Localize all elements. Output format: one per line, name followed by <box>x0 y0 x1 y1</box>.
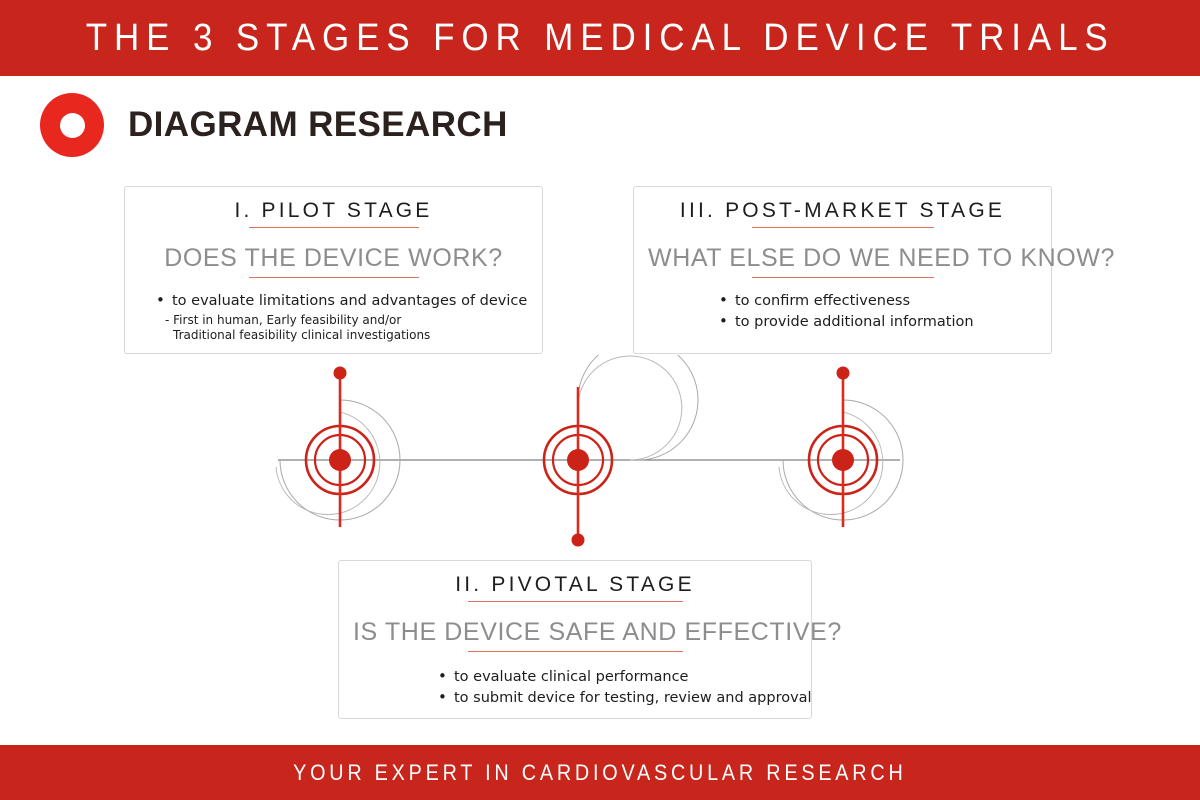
card-pivotal-title: II. PIVOTAL STAGE <box>455 573 695 596</box>
brand-row: DIAGRAM RESEARCH <box>40 92 508 158</box>
marker-center-dot <box>832 449 854 471</box>
logo-inner-hole <box>59 112 85 138</box>
marker-pilot <box>275 366 401 527</box>
footer-tagline: YOUR EXPERT IN CARDIOVASCULAR RESEARCH <box>293 759 907 785</box>
card-pilot-stage: I. PILOT STAGE DOES THE DEVICE WORK? to … <box>124 186 543 354</box>
marker-post-market <box>778 366 904 527</box>
footer-bar: YOUR EXPERT IN CARDIOVASCULAR RESEARCH <box>0 745 1200 800</box>
card-post-market-title: III. POST-MARKET STAGE <box>679 199 1006 222</box>
page-title: THE 3 STAGES FOR MEDICAL DEVICE TRIALS <box>85 16 1115 59</box>
marker-center-dot <box>567 449 589 471</box>
brand-name: DIAGRAM RESEARCH <box>128 105 508 144</box>
subnote-line: - First in human, Early feasibility and/… <box>165 313 402 327</box>
title-underline <box>248 227 419 228</box>
timeline-diagram <box>275 355 904 547</box>
card-pilot-title: I. PILOT STAGE <box>234 199 433 222</box>
subnote-line: Traditional feasibility clinical investi… <box>173 328 431 342</box>
marker-outer-arc <box>577 355 699 461</box>
list-item: to evaluate clinical performance <box>437 666 797 688</box>
header-bar: THE 3 STAGES FOR MEDICAL DEVICE TRIALS <box>0 0 1200 76</box>
card-pivotal-bullets: to evaluate clinical performance to subm… <box>353 666 812 709</box>
marker-pivotal <box>542 355 699 547</box>
card-pilot-bullets: to evaluate limitations and advantages o… <box>139 290 528 312</box>
card-post-market-question: WHAT ELSE DO WE NEED TO KNOW? <box>648 244 1116 272</box>
title-underline <box>751 227 934 228</box>
question-underline <box>467 651 683 652</box>
marker-endpoint-dot <box>571 533 585 547</box>
list-item: to submit device for testing, review and… <box>437 687 812 709</box>
marker-endpoint-dot <box>333 366 347 380</box>
red-ring-logo-icon <box>40 93 104 157</box>
card-pivotal-stage: II. PIVOTAL STAGE IS THE DEVICE SAFE AND… <box>338 560 842 719</box>
marker-center-dot <box>329 449 351 471</box>
card-post-market-stage: III. POST-MARKET STAGE WHAT ELSE DO WE N… <box>633 186 1116 354</box>
list-item: to evaluate limitations and advantages o… <box>155 290 528 312</box>
marker-outer-arc-2 <box>275 411 381 516</box>
marker-outer-arc-2 <box>577 355 683 461</box>
list-item: to provide additional information <box>718 311 1037 333</box>
card-post-market-bullets: to confirm effectiveness to provide addi… <box>648 290 1037 333</box>
question-underline <box>751 277 934 278</box>
card-pilot-question: DOES THE DEVICE WORK? <box>164 244 503 272</box>
title-underline <box>467 601 683 602</box>
marker-outer-arc-2 <box>778 411 884 516</box>
marker-outer-arc <box>782 399 904 521</box>
card-pivotal-question: IS THE DEVICE SAFE AND EFFECTIVE? <box>353 618 842 646</box>
marker-outer-arc <box>279 399 401 521</box>
list-item: to confirm effectiveness <box>718 290 1037 312</box>
marker-endpoint-dot <box>836 366 850 380</box>
card-pilot-subnotes: - First in human, Early feasibility and/… <box>139 313 528 343</box>
question-underline <box>248 277 419 278</box>
